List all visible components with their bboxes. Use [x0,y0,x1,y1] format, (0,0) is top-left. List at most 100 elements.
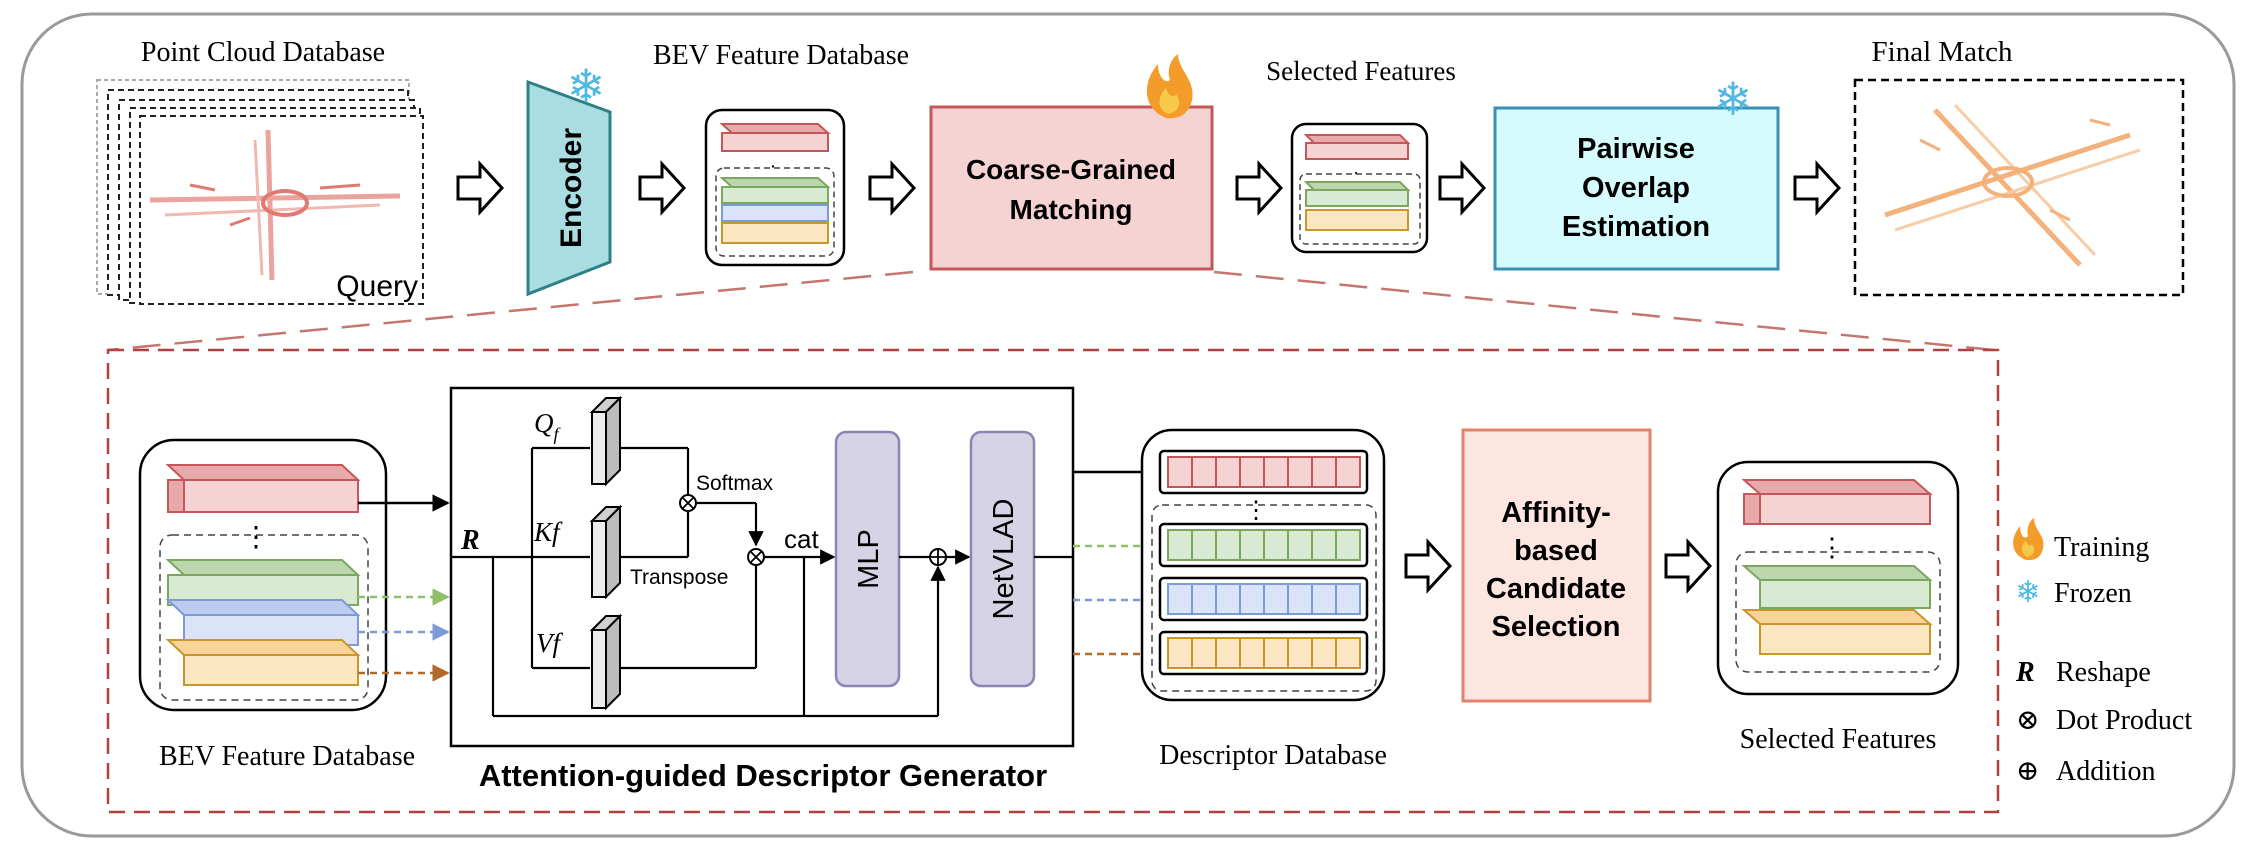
qf-label: Qf [534,408,562,444]
descriptor-cell [1167,583,1193,615]
descriptor-cell [1335,583,1361,615]
descriptor-cell [1311,637,1337,669]
legend-frozen-icon: ❄ [2015,576,2040,609]
descriptor-cell [1191,583,1217,615]
flow-arrow-6 [1793,160,1842,216]
descriptor-cell [1167,529,1193,561]
descriptor-cell [1239,637,1265,669]
descriptor-orange [1167,637,1361,669]
flow-arrow-4 [1235,160,1284,216]
descriptor-cell [1167,637,1193,669]
flow-arrow-8 [1664,538,1713,594]
flow-arrow-1 [456,160,505,216]
descriptor-cell [1335,529,1361,561]
mlp-block [834,430,901,688]
legend-addition: Addition [2056,756,2156,787]
selected-features-top: · [1290,122,1429,254]
descriptor-cell [1215,456,1241,488]
descriptor-cell [1263,529,1289,561]
bev-top-feature-orange [721,222,829,244]
bev-db-bottom: ⋮ [138,438,388,712]
netvlad-label: NetVLAD [988,499,1020,620]
selected-bottom-ellipsis: ⋮ [1819,532,1845,562]
affinity-label-line1: Affinity- [1501,497,1611,529]
pairwise-label-line2: Overlap [1582,172,1690,204]
vf-label: Vf [536,628,563,658]
query-point-cloud [149,129,401,281]
legend: Training ❄ Frozen R Reshape ⊗ Dot Produc… [2013,518,2192,787]
kf-block [589,504,623,600]
descriptor-cell [1239,583,1265,615]
bev-db-top-label: BEV Feature Database [653,40,909,71]
descriptor-cell [1287,529,1313,561]
descriptor-cell [1215,637,1241,669]
legend-r-symbol: R [2015,657,2035,688]
zoom-connector-right [1213,270,1995,352]
legend-dot-symbol: ⊗ [2016,705,2039,736]
outer-frame [20,12,2236,838]
flow-arrow-2 [638,160,687,216]
transpose-label: Transpose [630,566,728,589]
pairwise-frozen-icon: ❄ [1714,73,1753,125]
mlp-label: MLP [853,529,885,589]
descriptor-red [1167,456,1361,488]
flow-arrow-5 [1438,160,1487,216]
cat-label: cat [784,524,819,554]
descriptor-cell [1335,456,1361,488]
descriptor-cell [1311,456,1337,488]
bev-top-ellipsis: · [770,155,777,177]
legend-frozen: Frozen [2054,578,2132,609]
coarse-matching-block [929,105,1214,271]
descriptor-db-label: Descriptor Database [1159,740,1387,771]
legend-reshape: Reshape [2056,657,2151,688]
pairwise-overlap-block [1493,106,1780,271]
encoder-frozen-icon: ❄ [567,60,606,112]
legend-dot-product: Dot Product [2056,705,2192,736]
descriptor-cell [1191,529,1217,561]
selected-features-bottom: ⋮ [1716,460,1960,696]
legend-add-symbol: ⊕ [2016,756,2039,787]
affinity-label-line2: based [1514,535,1598,567]
descriptor-cell [1239,456,1265,488]
descriptor-cell [1239,529,1265,561]
descriptor-cell [1335,637,1361,669]
flow-arrow-3 [868,160,917,216]
point-cloud-stack: Query [96,79,424,305]
vf-block [589,613,623,711]
pairwise-label-line1: Pairwise [1577,133,1695,165]
pairwise-label-line3: Estimation [1562,211,1710,243]
bev-db-bottom-label: BEV Feature Database [159,741,415,772]
descriptor-cell [1287,456,1313,488]
affinity-label-line3: Candidate [1486,573,1626,605]
selected-top-ellipsis: · [1353,162,1359,182]
descriptor-green [1167,529,1361,561]
descriptor-cell [1287,583,1313,615]
flow-arrow-7 [1404,538,1453,594]
selected-features-bottom-label: Selected Features [1740,724,1937,755]
legend-training-icon [2013,518,2044,561]
descriptor-cell [1191,456,1217,488]
bev-bottom-ellipsis: ⋮ [242,521,270,552]
bev-top-feature-blue [721,204,829,222]
netvlad-block [969,430,1036,688]
bev-top-feature-green [719,177,831,204]
selected-features-top-label: Selected Features [1266,56,1456,86]
legend-training: Training [2054,532,2149,563]
descriptor-cell [1311,583,1337,615]
generator-title: Attention-guided Descriptor Generator [479,758,1047,793]
encoder-block [526,79,612,297]
descriptor-cell [1263,583,1289,615]
descriptor-cell [1263,456,1289,488]
descriptor-blue [1167,583,1361,615]
query-label: Query [336,270,418,303]
descriptor-cell [1215,583,1241,615]
coarse-training-icon [1146,54,1193,119]
reshape-r-label: R [460,525,480,556]
descriptor-cell [1263,637,1289,669]
zoom-connector-left [107,270,914,352]
point-cloud-db-label: Point Cloud Database [141,37,385,68]
bev-db-top: · [704,108,846,267]
coarse-label-line1: Coarse-Grained [966,154,1176,185]
coarse-label-line2: Matching [1010,194,1133,225]
qf-block [589,395,623,487]
